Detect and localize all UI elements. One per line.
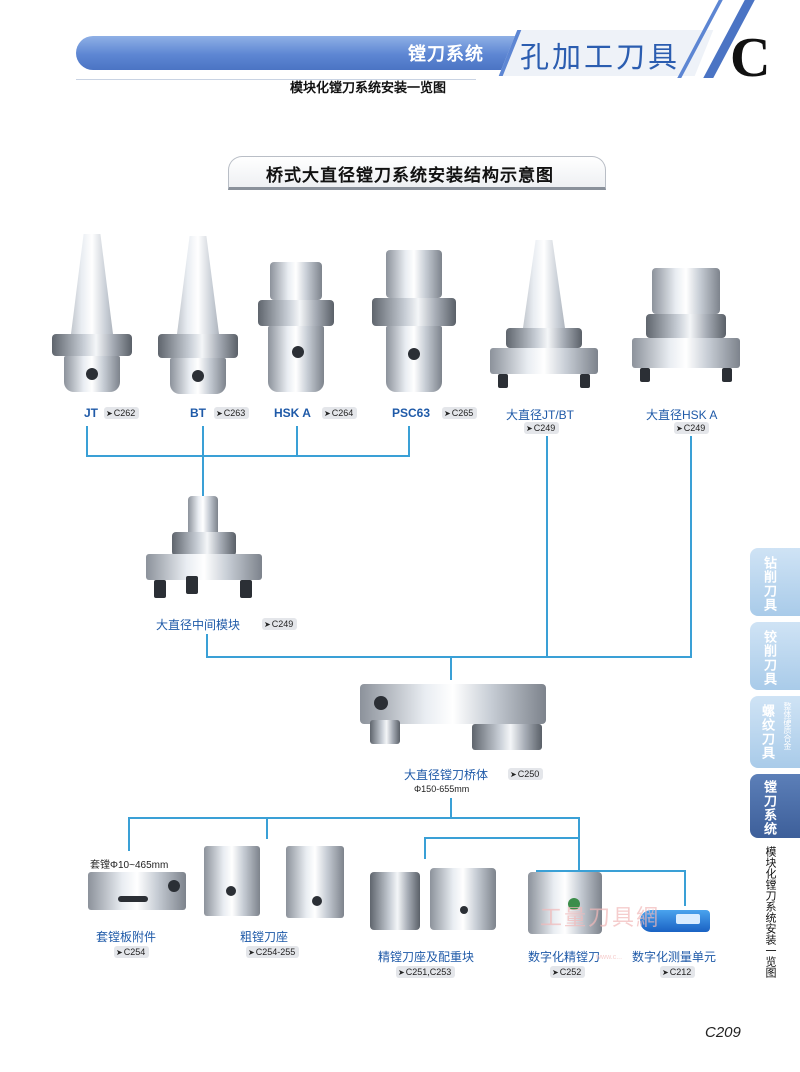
psc63-holder-image	[372, 250, 456, 394]
digital-measuring-unit-ref[interactable]: ➤C212	[660, 966, 696, 978]
header-system-label: 镗刀系统	[408, 44, 484, 64]
intermediate-label: 大直径中间模块	[156, 618, 241, 632]
connector-line	[424, 837, 426, 859]
hsk-a-holder-image	[258, 262, 334, 394]
header-bar	[76, 36, 516, 70]
connector-line	[296, 426, 298, 456]
connector-line	[202, 426, 204, 496]
holder-ref-hsk-a[interactable]: ➤C264	[322, 407, 358, 419]
tab-thread-tools-sub: 整体硬质合金	[783, 702, 792, 750]
tab-thread-tools[interactable]: 螺纹刀具 整体硬质合金	[750, 696, 800, 768]
connector-line	[578, 817, 580, 871]
fine-boring-seat-ref[interactable]: ➤C251,C253	[396, 966, 456, 978]
bridge-label: 大直径镗刀桥体	[404, 768, 489, 782]
digital-measuring-unit-label: 数字化测量单元	[632, 950, 717, 964]
fine-boring-seat-image	[368, 866, 500, 936]
connector-line	[206, 634, 208, 658]
section-title: 桥式大直径镗刀系统安装结构示意图	[266, 166, 554, 185]
header-divider	[76, 79, 476, 80]
page-number: C209	[705, 1024, 741, 1041]
boring-plate-range: 套镗Φ10~465mm	[90, 860, 169, 871]
holder-label-large-hsk-a: 大直径HSK A	[646, 408, 718, 422]
large-hsk-a-holder-image	[632, 268, 740, 390]
section-title-box	[228, 156, 606, 190]
connector-line	[424, 837, 580, 839]
connector-line	[408, 426, 410, 456]
large-jt-bt-holder-image	[490, 240, 598, 390]
boring-plate-ref[interactable]: ➤C254	[114, 946, 150, 958]
connector-line	[206, 656, 692, 658]
holder-ref-large-hsk-a[interactable]: ➤C249	[674, 422, 710, 434]
digital-fine-boring-tool-image	[528, 872, 606, 938]
connector-line	[266, 817, 268, 839]
holder-label-hsk-a: HSK A	[274, 406, 311, 420]
connector-line	[546, 436, 548, 658]
holder-ref-bt[interactable]: ➤C263	[214, 407, 250, 419]
side-subtitle: 模块化镗刀系统安装一览图	[764, 846, 776, 978]
jt-holder-image	[52, 234, 132, 394]
watermark: 工量刀具網	[540, 905, 661, 930]
intermediate-module-image	[146, 496, 262, 608]
digital-fine-boring-tool-ref[interactable]: ➤C252	[550, 966, 586, 978]
holder-label-psc63: PSC63	[392, 406, 431, 420]
tab-reaming-tools[interactable]: 铰削刀具	[750, 622, 800, 690]
tab-reaming-tools-label: 铰削刀具	[762, 630, 777, 686]
rough-boring-seat-image	[200, 846, 348, 922]
chapter-letter: C	[730, 27, 771, 89]
connector-line	[450, 656, 452, 680]
boring-plate-label: 套镗板附件	[96, 930, 157, 944]
header-subtitle: 模块化镗刀系统安装一览图	[290, 80, 447, 95]
fine-boring-seat-label: 精镗刀座及配重块	[378, 950, 475, 964]
bridge-range: Φ150-655mm	[414, 784, 470, 794]
connector-line	[86, 455, 410, 457]
intermediate-ref[interactable]: ➤C249	[262, 618, 298, 630]
connector-line	[86, 426, 88, 456]
tab-drilling-tools[interactable]: 钻削刀具	[750, 548, 800, 616]
watermark-url: www.c...	[596, 954, 623, 961]
digital-fine-boring-tool-label: 数字化精镗刀	[528, 950, 601, 964]
tab-drilling-tools-label: 钻削刀具	[762, 556, 777, 612]
connector-line	[690, 436, 692, 658]
connector-line	[536, 870, 686, 872]
digital-measuring-unit-image	[640, 908, 712, 934]
rough-boring-seat-label: 粗镗刀座	[240, 930, 289, 944]
holder-ref-large-jt-bt[interactable]: ➤C249	[524, 422, 560, 434]
rough-boring-seat-ref[interactable]: ➤C254-255	[246, 946, 300, 958]
holder-ref-jt[interactable]: ➤C262	[104, 407, 140, 419]
bt-holder-image	[158, 236, 238, 394]
connector-line	[128, 817, 130, 851]
bridge-body-image	[360, 680, 546, 756]
connector-line	[684, 870, 686, 906]
tab-boring-system[interactable]: 镗刀系统	[750, 774, 800, 838]
holder-label-bt: BT	[190, 406, 206, 420]
holder-label-large-jt-bt: 大直径JT/BT	[506, 408, 574, 422]
holder-label-jt: JT	[84, 406, 99, 420]
connector-line	[128, 817, 580, 819]
bridge-ref[interactable]: ➤C250	[508, 768, 544, 780]
tab-boring-system-label: 镗刀系统	[762, 780, 777, 836]
holder-ref-psc63[interactable]: ➤C265	[442, 407, 478, 419]
boring-plate-image	[88, 872, 186, 912]
tab-thread-tools-label: 螺纹刀具	[760, 704, 775, 760]
connector-line	[450, 798, 452, 818]
header-main-title: 孔加工刀具	[520, 42, 681, 74]
